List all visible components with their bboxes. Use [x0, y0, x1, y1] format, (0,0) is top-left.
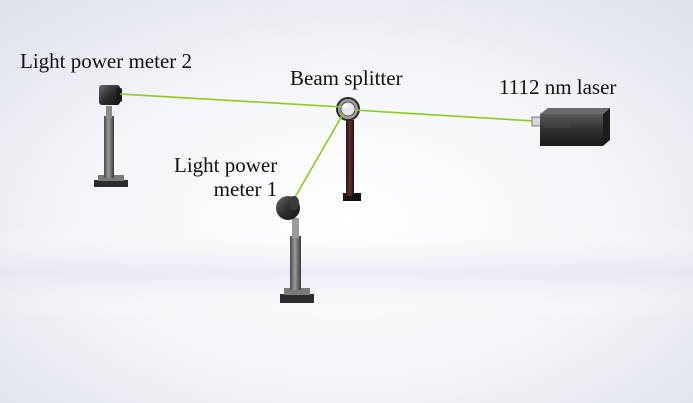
power-meter-1-label-line-1: Light power [174, 153, 278, 177]
power-meter-1-label-line-2: meter 1 [213, 177, 278, 201]
beam-from-laser [353, 109, 535, 122]
power-meter-1 [276, 196, 314, 303]
power-meter-2-label: Light power meter 2 [20, 49, 193, 73]
power-meter-1-label: Light power meter 1 [174, 153, 277, 201]
laser-device [531, 108, 610, 146]
power-meter-2 [94, 85, 128, 187]
beam-splitter-label: Beam splitter [290, 66, 403, 90]
laser-beams [119, 93, 535, 200]
floor-shadow [0, 225, 693, 320]
beam-to-power-meter-2 [119, 93, 343, 108]
laser-label: 1112 nm laser [499, 75, 617, 99]
beam-to-power-meter-1 [293, 113, 344, 200]
